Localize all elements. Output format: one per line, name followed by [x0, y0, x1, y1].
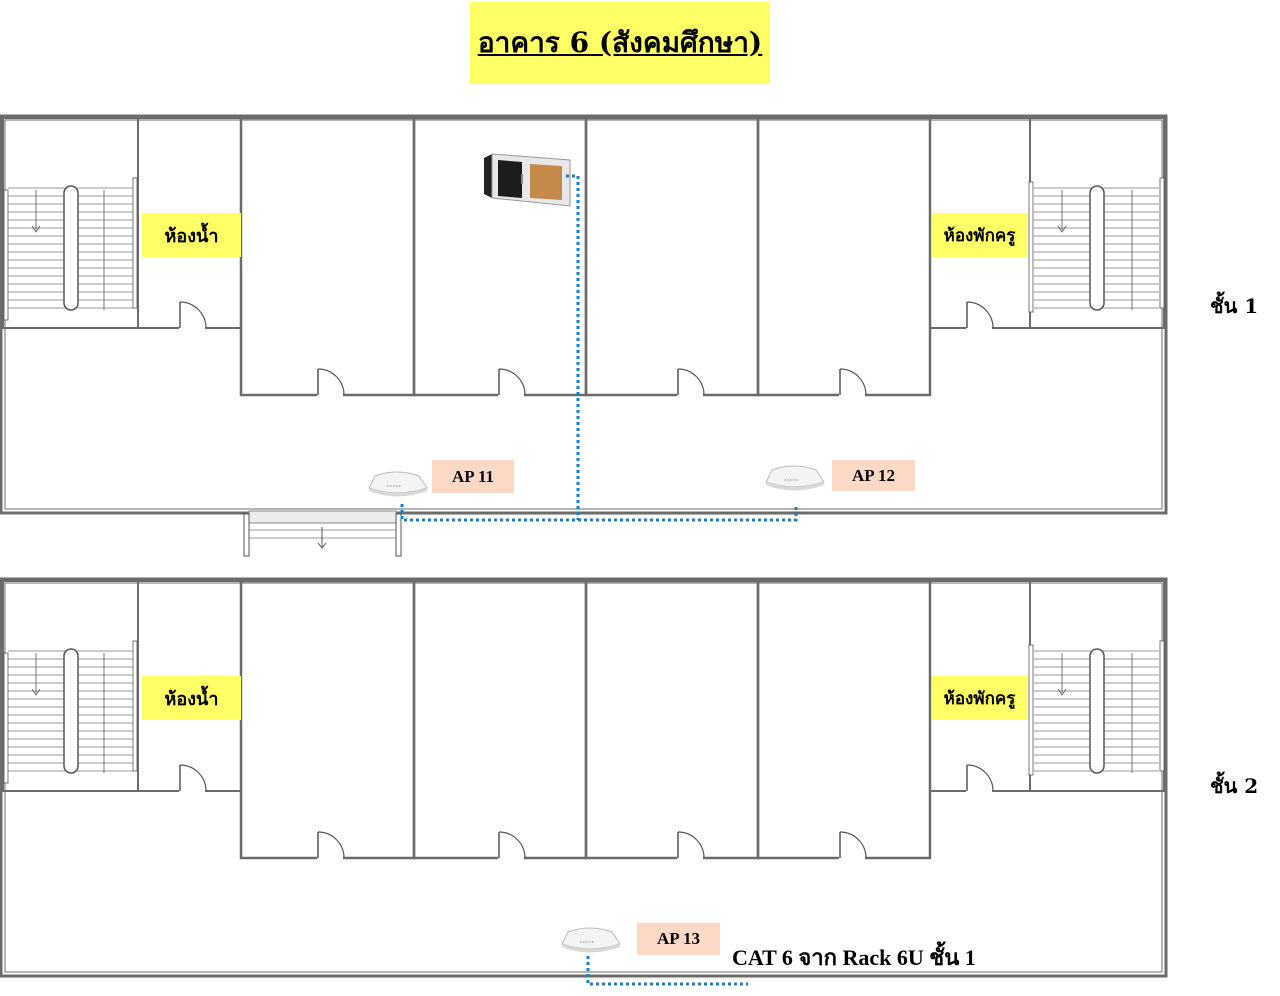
ap-13-device — [561, 927, 621, 954]
floor-2-plan — [0, 577, 1168, 978]
floor-2-teacher-room-label: ห้องพักครู — [932, 676, 1027, 720]
ap-11-device — [368, 471, 428, 498]
rack-cabinet — [484, 153, 571, 207]
cable-note: CAT 6 จาก Rack 6U ชั้น 1 — [732, 945, 976, 970]
floor-2-label: ชั้น 2 — [1210, 774, 1259, 798]
floor-1-label: ชั้น 1 — [1210, 294, 1259, 318]
floor-1-restroom-label: ห้องน้ำ — [142, 213, 241, 257]
cable-run-floor-2 — [586, 956, 748, 986]
floor-1-teacher-room-label: ห้องพักครู — [932, 213, 1027, 257]
ap-11-label: AP 11 — [432, 460, 514, 493]
ap-12-device — [765, 465, 825, 492]
floor-1-plan — [0, 114, 1168, 557]
ap-13-label: AP 13 — [637, 923, 720, 955]
title-box: อาคาร 6 (สังคมศึกษา) — [470, 2, 770, 84]
floor-2-restroom-label: ห้องน้ำ — [142, 676, 241, 720]
ap-12-label: AP 12 — [832, 460, 915, 491]
cable-run — [400, 174, 798, 522]
page-title: อาคาร 6 (สังคมศึกษา) — [477, 26, 763, 59]
